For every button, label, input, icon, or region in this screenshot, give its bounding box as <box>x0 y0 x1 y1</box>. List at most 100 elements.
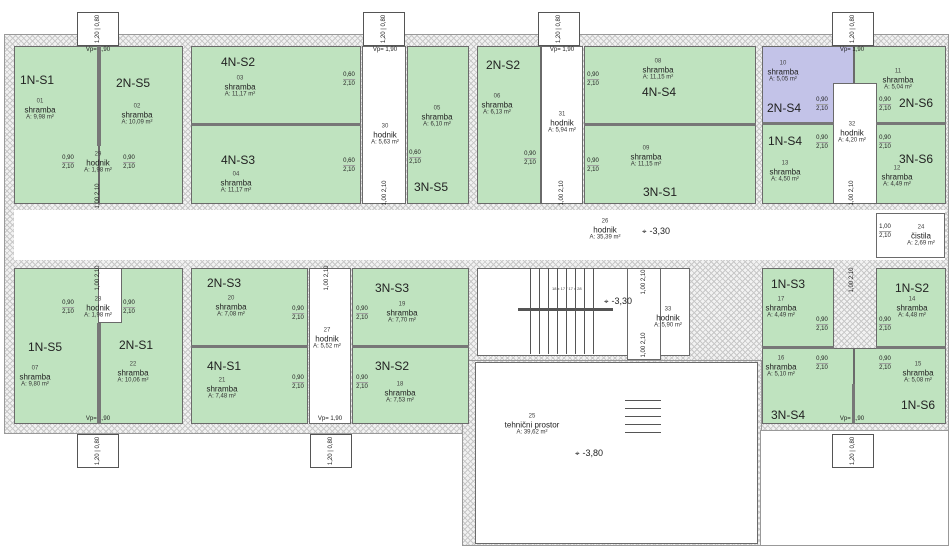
room-type: shramba <box>481 100 513 110</box>
room-number: 30 <box>381 123 389 130</box>
technical-room[interactable] <box>475 362 758 544</box>
room-15[interactable] <box>854 348 946 424</box>
room-27[interactable] <box>309 268 351 424</box>
door-dimension-vertical: 1,00 2,10 <box>95 265 101 291</box>
room-code: 2N-S3 <box>206 276 242 290</box>
stair-note: 18 x 17 / 17 x 28 <box>552 286 582 291</box>
room-area: A: 11,15 m² <box>642 74 674 81</box>
stair-tread <box>625 416 661 417</box>
window-well: 1,20 | 0,80 <box>310 434 352 468</box>
room-area: A: 7,48 m² <box>208 393 236 400</box>
room-area: A: 6,10 m² <box>423 121 451 128</box>
room-number: 19 <box>398 301 406 308</box>
room-number: 09 <box>642 145 650 152</box>
room-type: shramba <box>220 178 252 188</box>
clear-height-label: Vp= 1,90 <box>839 47 865 53</box>
stair-tread <box>548 268 549 354</box>
elevation-marker: -3,30 <box>642 226 671 237</box>
room-area: A: 39,62 m² <box>516 429 548 436</box>
room-12[interactable] <box>876 123 946 204</box>
room-area: A: 4,48 m² <box>898 312 926 319</box>
window-dimension: 1,20 | 0,80 <box>328 436 334 466</box>
room-16[interactable] <box>762 348 854 424</box>
room-number: 11 <box>894 68 902 75</box>
room-type: shramba <box>896 303 928 313</box>
room-06[interactable] <box>477 46 541 204</box>
door-dimension-vertical: 1,00 2,10 <box>641 269 647 295</box>
interior-wall <box>352 345 469 348</box>
room-02[interactable] <box>99 46 183 204</box>
window-dimension: 1,20 | 0,80 <box>850 14 856 44</box>
room-number: 31 <box>558 111 566 118</box>
room-area: A: 11,17 m² <box>224 91 256 98</box>
stair-tread <box>530 268 531 354</box>
room-04[interactable] <box>191 125 361 204</box>
room-33[interactable] <box>627 268 661 360</box>
room-code: 2N-S6 <box>898 96 934 110</box>
room-24[interactable] <box>876 213 945 258</box>
room-30[interactable] <box>362 46 406 204</box>
room-type: hodnik <box>86 158 110 168</box>
window-well: 1,20 | 0,80 <box>832 12 874 46</box>
room-number: 02 <box>133 103 141 110</box>
room-area: A: 11,15 m² <box>630 161 662 168</box>
room-area: A: 10,09 m² <box>121 119 153 126</box>
room-03[interactable] <box>191 46 361 125</box>
room-21[interactable] <box>191 347 308 424</box>
room-number: 21 <box>218 377 226 384</box>
room-number: 24 <box>917 224 925 231</box>
room-type: shramba <box>767 67 799 77</box>
room-area: A: 2,69 m² <box>907 240 935 247</box>
elevation-marker: -3,30 <box>604 296 633 307</box>
room-number: 22 <box>129 361 137 368</box>
room-13[interactable] <box>762 123 834 204</box>
room-code: 1N-S4 <box>767 134 803 148</box>
stair-tread <box>625 400 661 401</box>
window-well: 1,20 | 0,80 <box>832 434 874 468</box>
room-number: 01 <box>36 98 44 105</box>
door-dimension-vertical: 1,00 2,10 <box>95 183 101 209</box>
room-area: A: 7,70 m² <box>388 317 416 324</box>
room-area: A: 6,13 m² <box>483 109 511 116</box>
interior-wall <box>852 384 855 424</box>
room-32[interactable] <box>833 83 877 204</box>
room-number: 33 <box>664 306 672 313</box>
room-01[interactable] <box>14 46 99 204</box>
room-08[interactable] <box>584 46 756 125</box>
room-area: A: 5,63 m² <box>371 139 399 146</box>
room-type: shramba <box>769 167 801 177</box>
room-05[interactable] <box>407 46 469 204</box>
room-19[interactable] <box>352 268 469 347</box>
clear-height-label: Vp= 1,90 <box>549 47 575 53</box>
stair-tread <box>539 268 540 354</box>
interior-wall <box>97 323 101 424</box>
room-code: 4N-S4 <box>641 85 677 99</box>
room-code: 4N-S3 <box>220 153 256 167</box>
room-code: 3N-S2 <box>374 359 410 373</box>
room-31[interactable] <box>541 46 583 204</box>
room-18[interactable] <box>352 347 469 424</box>
room-type: čistila <box>910 231 931 241</box>
room-20[interactable] <box>191 268 308 347</box>
corridor-main[interactable] <box>14 210 945 260</box>
room-number: 10 <box>779 60 787 67</box>
room-code: 3N-S4 <box>770 408 806 422</box>
room-type: shramba <box>224 82 256 92</box>
